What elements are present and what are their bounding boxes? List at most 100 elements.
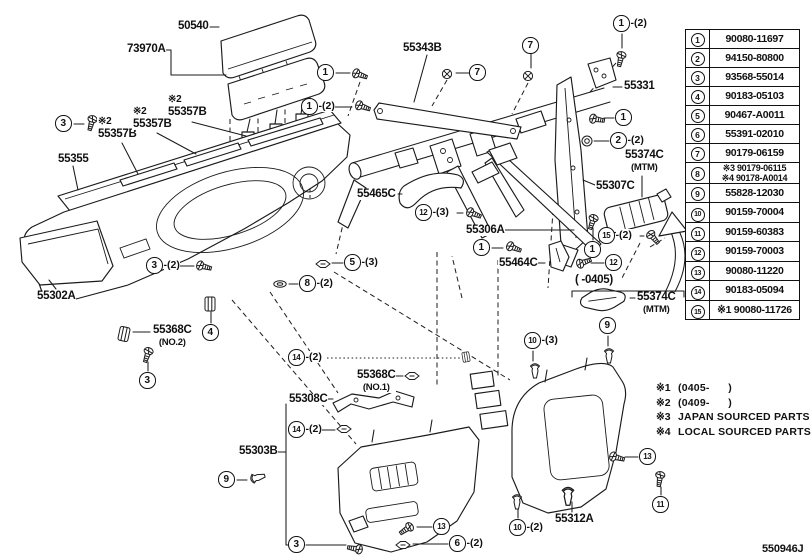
part-label: 55374C(MTM) [636, 291, 677, 315]
callout-14: 14-(2) [288, 421, 322, 438]
part-label: 55308C [288, 393, 329, 405]
lower-panels-group [337, 357, 627, 553]
callout-7: 7 [522, 37, 539, 54]
part-label: 55306A [465, 224, 506, 236]
grille-strip [183, 142, 242, 167]
screw-icon [195, 259, 213, 274]
callout-5: 5-(3) [344, 254, 378, 271]
instrument-panel-upper-group [19, 109, 351, 300]
callout-2: 2-(2) [610, 132, 644, 149]
clip-icon [117, 325, 131, 343]
pointer-arrow [661, 229, 686, 299]
center-stack-openings [469, 370, 509, 430]
callout-7: 7 [469, 64, 486, 81]
grille-strip [119, 162, 178, 187]
callout-1: 1 [584, 241, 601, 258]
part-label: 55307C [595, 180, 636, 192]
push-pin-icon [512, 494, 522, 510]
callout-1: 1 [473, 239, 490, 256]
cluster-opening [156, 166, 304, 254]
bracket-55464c [548, 240, 570, 272]
callout-9: 9 [599, 317, 616, 334]
callout-14: 14-(2) [288, 349, 322, 366]
table-row: 8※3 90179-06115※4 90178-A0014 [685, 162, 800, 184]
part-label: 55312A [554, 513, 595, 525]
push-pin-icon [530, 363, 540, 379]
airbag-lid [220, 14, 317, 79]
callout-3: 3 [288, 536, 305, 553]
screw-icon [350, 67, 370, 83]
callout-13: 13 [433, 518, 450, 535]
screw-icon [653, 470, 666, 488]
rivet-icon [441, 68, 453, 80]
wing-clip-icon [336, 425, 352, 433]
note: ※2(0409- ) [656, 396, 732, 409]
callout-1: 1 [615, 109, 632, 126]
part-label: 55368C(NO.1) [356, 369, 397, 393]
screw-icon [644, 228, 663, 247]
callout-1: 1-(2) [613, 15, 647, 32]
callout-10: 10-(3) [524, 332, 558, 349]
push-pin-icon [249, 470, 267, 485]
push-pin-icon [604, 348, 614, 364]
part-label: 73970A [126, 43, 167, 55]
screw-icon [504, 240, 524, 256]
part-label: 55368C(NO.2) [152, 324, 193, 348]
callout-13: 13 [639, 448, 656, 465]
part-label: 50540 [177, 20, 210, 32]
vent-grille [369, 461, 419, 492]
grommet-icon [273, 280, 287, 288]
clip-icon [461, 351, 471, 363]
part-label: ( -0405) [574, 274, 614, 286]
part-label: 55374C(MTM) [624, 149, 665, 173]
grille-strip [247, 117, 324, 147]
cluster-bezel-opening [543, 394, 610, 481]
callout-3: 3-(2) [146, 257, 180, 274]
diagram-code: 550946J [762, 543, 804, 555]
part-label: 55343B [402, 42, 443, 54]
clip-icon [204, 296, 216, 312]
bar-end-plate [587, 57, 617, 89]
callout-12: 12-(3) [415, 204, 449, 221]
bracket-55308c [332, 390, 415, 413]
screw-icon [84, 114, 99, 132]
screw-icon [588, 113, 606, 126]
callout-4: 4 [202, 324, 219, 341]
braces-group [332, 76, 688, 413]
callout-6: 6-(2) [449, 535, 483, 552]
lever-55374c [579, 288, 626, 312]
side-vent [292, 166, 326, 200]
callout-3: 3 [139, 372, 156, 389]
airbag-module [227, 57, 326, 121]
table-row: 15※1 90080-11726 [685, 299, 800, 320]
callout-10: 10-(2) [509, 519, 543, 536]
pad-55465c [398, 172, 464, 209]
callout-9: 9 [218, 471, 235, 488]
part-label: 55355 [57, 153, 90, 165]
part-label: 55303B [238, 445, 279, 457]
leader-lines [48, 26, 685, 546]
wing-clip-icon [315, 260, 331, 268]
part-label: 55465C [356, 188, 397, 200]
callout-3: 3 [55, 115, 72, 132]
lower-left-panel [337, 426, 480, 553]
part-label: 55302A [36, 290, 77, 302]
note: ※1(0405- ) [656, 382, 732, 394]
